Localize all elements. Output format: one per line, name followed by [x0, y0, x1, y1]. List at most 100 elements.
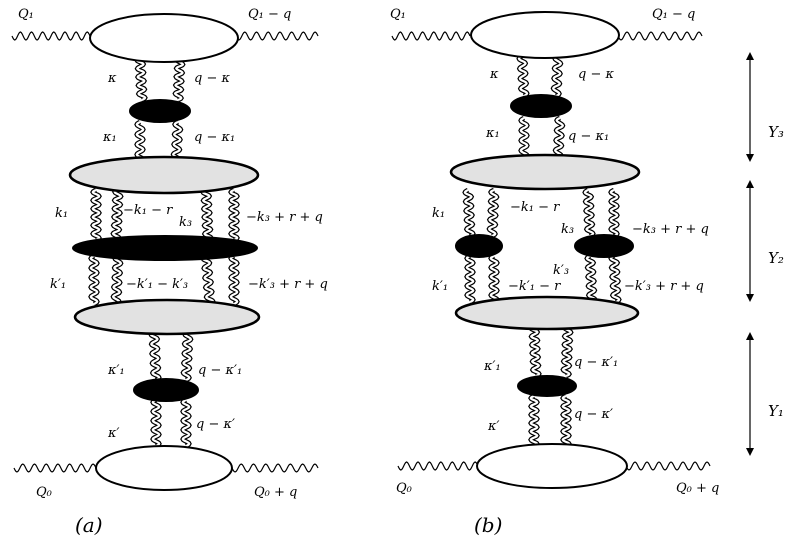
b-label-q1-minus-q: Q₁ − q — [652, 7, 695, 22]
a-gluon-minus-k1-minus-r-inner — [111, 188, 123, 242]
b-gluon-minus-k3p-plus-r-plus-q — [608, 253, 622, 305]
a-gluon-k1-prime-inner — [89, 255, 99, 305]
a-gluon-kappa1-prime — [148, 329, 162, 383]
b-photon-q0-in — [397, 461, 479, 471]
b-gluon-kappa1-prime — [528, 323, 542, 379]
a-gluon-k3-inner — [201, 189, 213, 241]
a-label-minus-k1p-minus-k3p: −k′₁ − k′₃ — [126, 277, 188, 292]
b-gluon-minus-k3-plus-r-plus-q-inner — [609, 189, 619, 237]
b-gluon-k3-prime-inner — [585, 255, 597, 303]
b-label-q-minus-kappa: q − κ — [578, 67, 614, 82]
a-photon-q1-out — [235, 31, 319, 41]
a-gluon-k1-prime — [88, 253, 100, 307]
a-label-k3: k₃ — [179, 215, 192, 230]
a-label-minus-k1-minus-r: −k₁ − r — [123, 203, 173, 218]
b-label-k1: k₁ — [432, 206, 445, 221]
b-label-q0: Q₀ — [396, 481, 413, 496]
a-gluon-q-minus-kappa — [172, 55, 186, 103]
a-photon-q1-in — [11, 31, 91, 41]
b-gluon-q-minus-kappa1-prime — [560, 323, 574, 379]
b-label-k3-prime: k′₃ — [553, 263, 569, 278]
a-gluon-kappa-inner — [135, 57, 147, 101]
b-label-q1: Q₁ — [390, 7, 406, 22]
a-gluon-k3-prime — [200, 254, 216, 306]
a-label-q-minus-kappa-prime: q − κ′ — [196, 417, 235, 432]
a-label-q1: Q₁ — [18, 7, 34, 22]
a-gluon-minus-k3p-plus-r-plus-q-inner — [229, 255, 239, 305]
a-label-q-minus-kappa: q − κ — [194, 71, 230, 86]
a-blob-bfkl-middle — [72, 235, 258, 261]
b-label-kappa: κ — [489, 67, 499, 82]
b-label-q0-plus-q: Q₀ + q — [676, 481, 719, 496]
a-label-kappa: κ — [107, 71, 117, 86]
b-gluon-kappa1-inner — [519, 117, 529, 159]
a-gluon-k3 — [200, 187, 214, 243]
a-gluon-k1 — [90, 187, 102, 243]
b-label-minus-k1-minus-r: −k₁ − r — [510, 200, 560, 215]
a-gluon-kappa-prime-inner — [151, 399, 161, 447]
b-blob-grey-lower — [454, 295, 640, 331]
b-gluon-q-minus-kappa1-inner — [553, 116, 565, 160]
b-label-minus-k3p-plus-r-plus-q: −k′₃ + r + q — [624, 279, 704, 294]
b-gluon-q-minus-kappa-inner — [551, 54, 563, 98]
b-gluon-q-minus-kappa-prime — [560, 393, 572, 449]
b-label-k3: k₃ — [561, 222, 574, 237]
a-label-kappa-prime: κ′ — [107, 426, 120, 441]
a-gluon-kappa1-prime-inner — [149, 331, 161, 381]
a-gluon-minus-k3p-plus-r-plus-q — [228, 253, 240, 307]
b-label-kappa1-prime: κ′₁ — [483, 359, 501, 374]
a-label-q-minus-kappa1: q − κ₁ — [194, 130, 235, 145]
b-label-kappa1: κ₁ — [485, 126, 500, 141]
b-blob-top-impact-factor — [470, 11, 620, 59]
b-label-rapidity-y3: Y₃ — [768, 123, 784, 141]
b-gluon-kappa-prime-inner — [529, 394, 539, 448]
b-label-kappa-prime: κ′ — [487, 419, 500, 434]
a-gluon-k1-inner — [91, 188, 101, 242]
a-blob-bottom-impact-factor — [95, 445, 233, 491]
gluon-lines — [11, 31, 711, 473]
a-label-minus-k3p-plus-r-plus-q: −k′₃ + r + q — [248, 277, 328, 292]
b-gluon-q-minus-kappa1 — [552, 115, 566, 161]
b-gluon-minus-k1p-minus-r — [488, 253, 500, 305]
a-gluon-minus-k1-minus-r — [110, 187, 124, 243]
a-gluon-minus-k3-plus-r-plus-q-inner — [229, 188, 239, 242]
b-blob-bfkl-lower — [517, 375, 577, 397]
b-gluon-minus-k1-minus-r-inner — [487, 188, 499, 238]
diagram-b: Q₁ Q₁ − q κ q − κ κ₁ q − κ₁ k₁ −k₁ − r k… — [390, 7, 784, 537]
b-gluon-kappa1-prime-inner — [529, 325, 541, 377]
b-blob-grey-upper — [449, 153, 641, 191]
b-label-k1-prime: k′₁ — [432, 279, 448, 294]
a-label-q0: Q₀ — [36, 485, 53, 500]
b-gluon-k3 — [582, 187, 596, 239]
diagram-a: Q₁ Q₁ − q κ q − κ κ₁ q − κ₁ k₁ −k₁ − r k… — [18, 7, 328, 537]
a-caption: (a) — [75, 513, 103, 537]
a-gluon-kappa — [134, 55, 148, 103]
b-blob-bfkl-right — [574, 234, 634, 258]
b-label-rapidity-y1: Y₁ — [768, 402, 784, 420]
a-label-q0-plus-q: Q₀ + q — [254, 485, 297, 500]
a-blob-grey-lower — [73, 298, 261, 336]
a-gluon-k3-prime-inner — [201, 255, 215, 305]
b-gluon-kappa-prime — [528, 393, 540, 449]
a-gluon-q-minus-kappa1-prime-inner — [181, 330, 193, 382]
a-gluon-kappa1-inner — [135, 121, 145, 163]
b-gluon-k1-inner — [463, 189, 475, 237]
a-gluon-minus-k1p — [110, 253, 124, 307]
b-gluon-q-minus-kappa — [550, 53, 564, 99]
b-gluon-q-minus-kappa1-prime-inner — [561, 324, 573, 378]
a-gluon-q-minus-kappa1-inner — [171, 120, 183, 164]
a-label-k1: k₁ — [55, 206, 68, 221]
a-label-kappa1-prime: κ′₁ — [107, 363, 125, 378]
b-blob-bfkl-upper — [510, 94, 572, 118]
b-photon-q1-in — [391, 31, 471, 41]
b-photon-q1-out — [617, 31, 703, 41]
b-gluon-minus-k3p-plus-r-plus-q-inner — [609, 255, 621, 303]
a-gluon-kappa1 — [134, 119, 146, 165]
a-gluon-minus-k3-plus-r-plus-q — [228, 187, 240, 243]
a-label-k1-prime: k′₁ — [50, 277, 66, 292]
a-gluon-q-minus-kappa-prime — [180, 397, 192, 449]
a-gluon-q-minus-kappa-inner — [173, 56, 185, 102]
b-gluon-q-minus-kappa-prime-inner — [561, 394, 571, 448]
a-blob-bfkl-lower — [133, 378, 199, 402]
